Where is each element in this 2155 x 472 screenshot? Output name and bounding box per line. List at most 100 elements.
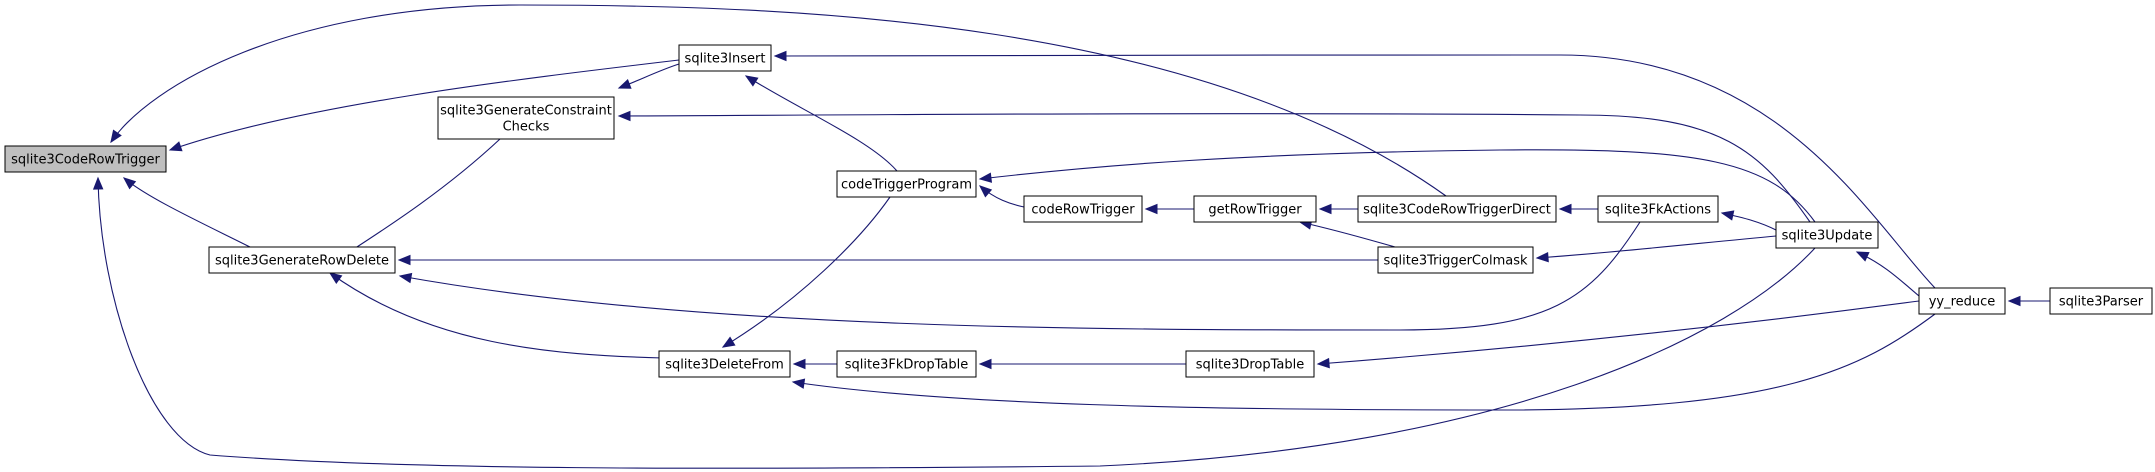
edge-arrowhead-icon bbox=[617, 79, 632, 89]
node-sqlite3DeleteFrom[interactable]: sqlite3DeleteFrom bbox=[658, 350, 791, 378]
node-box bbox=[678, 44, 772, 72]
edge-line bbox=[979, 149, 1816, 223]
node-box bbox=[836, 350, 977, 378]
node-box bbox=[208, 246, 396, 274]
edge-arrowhead-icon bbox=[1558, 203, 1572, 215]
node-label: sqlite3DropTable bbox=[1196, 358, 1305, 373]
edge-line bbox=[123, 177, 251, 248]
node-label: sqlite3CodeRowTrigger bbox=[11, 153, 160, 168]
edge-line bbox=[792, 313, 1936, 411]
node-label: sqlite3Update bbox=[1782, 229, 1873, 244]
edge-arrowhead-icon bbox=[792, 358, 806, 370]
edge-line bbox=[97, 177, 1816, 469]
node-codeRowTrigger[interactable]: codeRowTrigger bbox=[1023, 195, 1143, 223]
edge-arrowhead-icon bbox=[110, 129, 122, 144]
node-label: sqlite3TriggerColmask bbox=[1383, 254, 1527, 269]
edge-arrowhead-icon bbox=[1720, 210, 1735, 221]
edge-arrowhead-icon bbox=[1535, 251, 1549, 263]
node-label: sqlite3GenerateConstraint bbox=[440, 104, 612, 119]
node-sqlite3FkActions[interactable]: sqlite3FkActions bbox=[1597, 195, 1719, 223]
node-label: sqlite3GenerateRowDelete bbox=[215, 254, 389, 269]
node-sqlite3GenerateRowDelete[interactable]: sqlite3GenerateRowDelete bbox=[208, 246, 396, 274]
call-graph-nodes: sqlite3CodeRowTrigger sqlite3GenerateRowD… bbox=[4, 44, 2153, 378]
edge-arrowhead-icon bbox=[979, 185, 993, 198]
edge-arrowhead-icon bbox=[978, 358, 992, 370]
edge-line bbox=[774, 54, 1936, 289]
edge-sqlite3Parser-to-yy_reduce bbox=[2007, 295, 2051, 307]
edge-line bbox=[1317, 300, 1920, 365]
edge-sqlite3GenerateConstraintChecks-to-sqlite3GenerateRowDelete bbox=[338, 138, 501, 259]
edge-arrowhead-icon bbox=[92, 176, 104, 190]
node-sqlite3DropTable[interactable]: sqlite3DropTable bbox=[1185, 350, 1315, 378]
edge-sqlite3Update-to-sqlite3GenerateConstraintChecks bbox=[617, 110, 1811, 223]
edge-sqlite3Update-to-sqlite3CodeRowTrigger bbox=[92, 176, 1816, 469]
edge-sqlite3Insert-to-sqlite3GenerateConstraintChecks bbox=[617, 63, 680, 89]
edge-arrowhead-icon bbox=[398, 272, 413, 284]
node-sqlite3FkDropTable[interactable]: sqlite3FkDropTable bbox=[836, 350, 977, 378]
edge-arrowhead-icon bbox=[1318, 203, 1332, 215]
edge-arrowhead-icon bbox=[721, 336, 736, 348]
node-label: getRowTrigger bbox=[1208, 203, 1302, 218]
edge-arrowhead-icon bbox=[617, 110, 631, 122]
node-box bbox=[1918, 287, 2006, 315]
edge-sqlite3FkActions-to-sqlite3CodeRowTriggerDirect bbox=[1558, 203, 1598, 215]
node-sqlite3TriggerColmask[interactable]: sqlite3TriggerColmask bbox=[1377, 246, 1534, 274]
node-label: sqlite3DeleteFrom bbox=[665, 358, 784, 373]
node-getRowTrigger[interactable]: getRowTrigger bbox=[1193, 195, 1317, 223]
edge-sqlite3Update-to-sqlite3FkActions bbox=[1720, 210, 1777, 231]
edge-line bbox=[1299, 221, 1396, 248]
edge-arrowhead-icon bbox=[168, 141, 183, 152]
node-box bbox=[658, 350, 791, 378]
edge-sqlite3DropTable-to-sqlite3FkDropTable bbox=[978, 358, 1186, 370]
node-box bbox=[1357, 195, 1557, 223]
edge-yy_reduce-to-sqlite3Update bbox=[1855, 251, 1920, 297]
edge-arrowhead-icon bbox=[744, 75, 759, 87]
node-sqlite3Parser[interactable]: sqlite3Parser bbox=[2049, 287, 2153, 315]
edge-arrowhead-icon bbox=[1855, 251, 1870, 262]
node-sqlite3CodeRowTrigger[interactable]: sqlite3CodeRowTrigger bbox=[4, 145, 167, 173]
edge-sqlite3CodeRowTriggerDirect-to-sqlite3CodeRowTrigger bbox=[110, 4, 1447, 197]
edge-line bbox=[722, 196, 891, 348]
node-codeTriggerProgram[interactable]: codeTriggerProgram bbox=[836, 170, 977, 198]
edge-arrowhead-icon bbox=[122, 177, 137, 190]
node-label: sqlite3Insert bbox=[685, 52, 766, 67]
node-label: sqlite3FkDropTable bbox=[845, 358, 969, 373]
edge-arrowhead-icon bbox=[397, 254, 411, 266]
edge-codeRowTrigger-to-codeTriggerProgram bbox=[979, 185, 1025, 208]
edge-arrowhead-icon bbox=[328, 272, 343, 284]
node-box bbox=[1023, 195, 1143, 223]
call-graph-edges bbox=[92, 4, 2051, 469]
node-box bbox=[437, 96, 615, 140]
node-sqlite3Insert[interactable]: sqlite3Insert bbox=[678, 44, 772, 72]
edge-getRowTrigger-to-codeRowTrigger bbox=[1144, 203, 1194, 215]
edge-sqlite3GenerateRowDelete-to-sqlite3CodeRowTrigger bbox=[122, 177, 251, 248]
edge-sqlite3FkActions-to-sqlite3GenerateRowDelete bbox=[398, 221, 1641, 331]
edge-line bbox=[329, 272, 664, 359]
edge-line bbox=[110, 4, 1447, 197]
edge-codeTriggerProgram-to-sqlite3DeleteFrom bbox=[721, 196, 891, 348]
edge-line bbox=[399, 221, 1641, 331]
node-label: sqlite3FkActions bbox=[1605, 203, 1711, 218]
edge-codeTriggerProgram-to-sqlite3Insert bbox=[744, 75, 898, 172]
node-label: codeTriggerProgram bbox=[841, 178, 972, 193]
node-box bbox=[2049, 287, 2153, 315]
node-box bbox=[1597, 195, 1719, 223]
edge-sqlite3Insert-to-sqlite3CodeRowTrigger bbox=[168, 59, 680, 152]
edge-arrowhead-icon bbox=[791, 378, 806, 389]
edge-yy_reduce-to-sqlite3DeleteFrom bbox=[791, 313, 1936, 411]
edge-sqlite3TriggerColmask-to-getRowTrigger bbox=[1298, 219, 1396, 248]
node-sqlite3CodeRowTriggerDirect[interactable]: sqlite3CodeRowTriggerDirect bbox=[1357, 195, 1557, 223]
edge-yy_reduce-to-sqlite3DropTable bbox=[1316, 300, 1920, 369]
edge-line bbox=[1536, 235, 1777, 259]
node-box bbox=[1377, 246, 1534, 274]
edge-arrowhead-icon bbox=[773, 50, 787, 62]
node-sqlite3Update[interactable]: sqlite3Update bbox=[1775, 221, 1879, 249]
node-box bbox=[1193, 195, 1317, 223]
node-yy_reduce[interactable]: yy_reduce bbox=[1918, 287, 2006, 315]
edge-arrowhead-icon bbox=[2007, 295, 2021, 307]
edge-sqlite3DeleteFrom-to-sqlite3GenerateRowDelete bbox=[328, 272, 664, 359]
edge-line bbox=[618, 113, 1811, 223]
edge-line bbox=[169, 59, 680, 151]
